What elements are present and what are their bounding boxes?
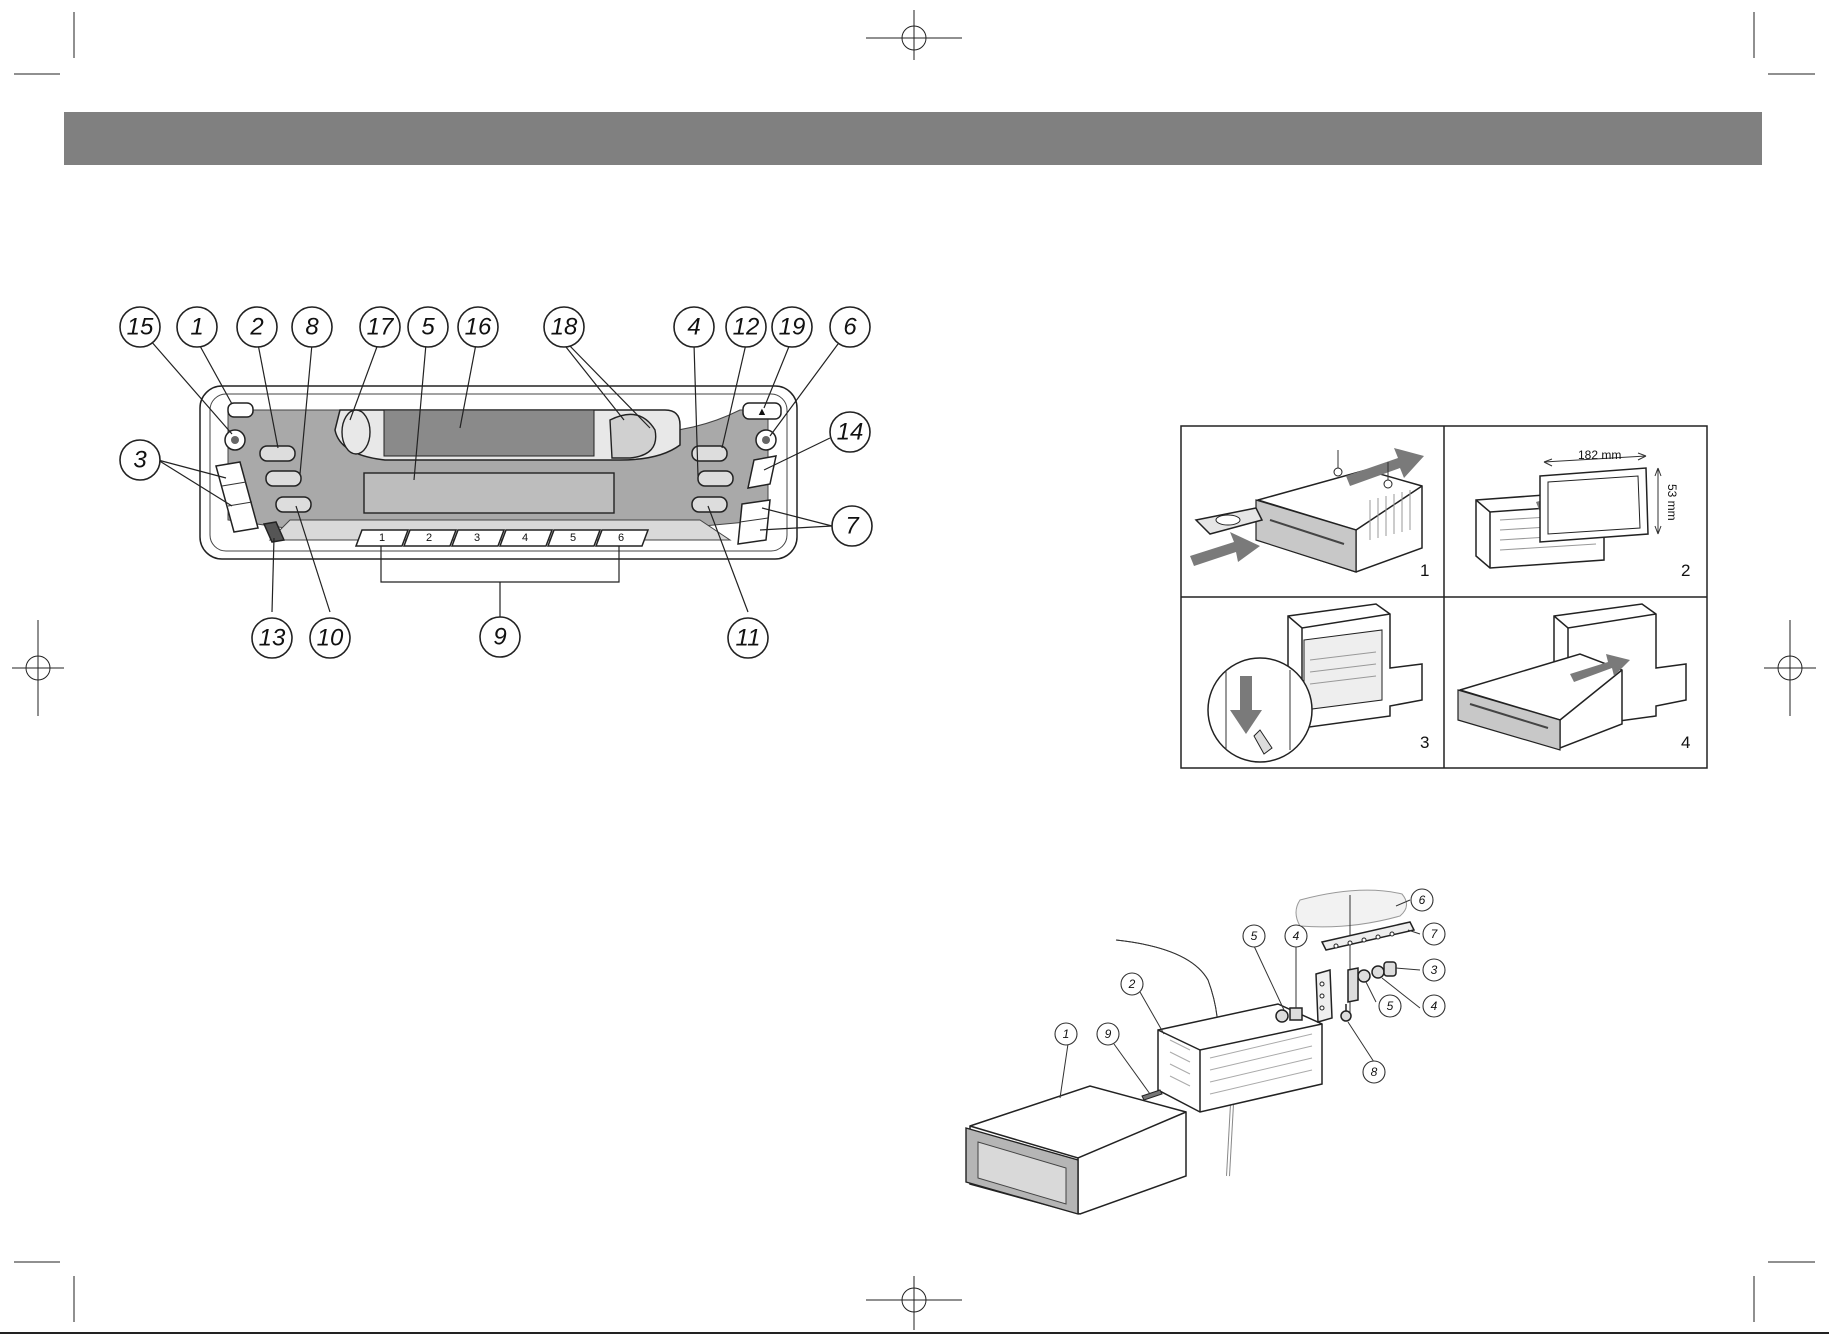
exploded-callout-9: 9 <box>1097 1023 1119 1045</box>
radio-unit <box>966 1086 1186 1214</box>
exploded-callout-4-top: 4 <box>1285 925 1307 947</box>
exploded-callout-5-bottom: 5 <box>1379 995 1401 1017</box>
exploded-callout-8: 8 <box>1363 1061 1385 1083</box>
svg-text:6: 6 <box>1419 893 1426 907</box>
svg-text:3: 3 <box>1431 963 1438 977</box>
exploded-callout-1: 1 <box>1055 1023 1077 1045</box>
svg-text:4: 4 <box>1431 999 1438 1013</box>
svg-text:1: 1 <box>1063 1027 1070 1041</box>
svg-text:8: 8 <box>1371 1065 1378 1079</box>
svg-text:9: 9 <box>1105 1027 1112 1041</box>
svg-text:5: 5 <box>1387 999 1394 1013</box>
exploded-callout-7: 7 <box>1423 923 1445 945</box>
svg-text:2: 2 <box>1128 977 1136 991</box>
exploded-callout-3: 3 <box>1423 959 1445 981</box>
exploded-callout-2: 2 <box>1121 973 1143 995</box>
svg-text:4: 4 <box>1293 929 1300 943</box>
svg-text:5: 5 <box>1251 929 1258 943</box>
removal-key <box>1142 1090 1162 1100</box>
dashboard-piece <box>1296 890 1407 927</box>
exploded-callout-5-top: 5 <box>1243 925 1265 947</box>
exploded-callout-4-bottom: 4 <box>1423 995 1445 1017</box>
exploded-callout-6: 6 <box>1411 889 1433 911</box>
